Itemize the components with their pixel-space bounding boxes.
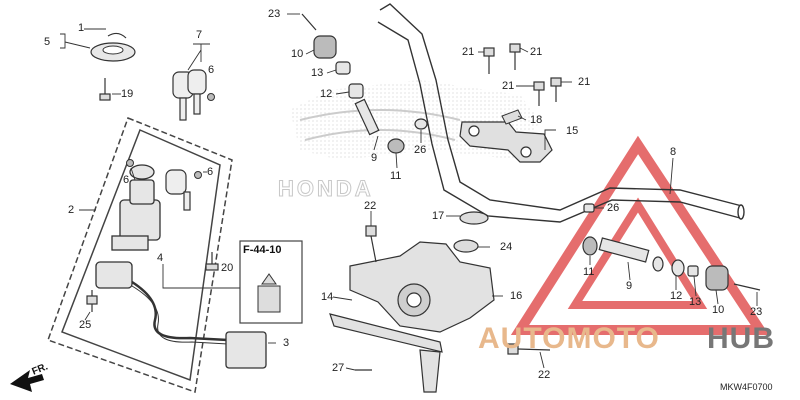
- part-3-connector: [225, 331, 267, 369]
- part-14-bracket: [329, 313, 443, 393]
- reference-label: F-44-10: [243, 244, 282, 256]
- callout-12b: 12: [670, 290, 683, 302]
- switch-key: [165, 169, 191, 211]
- callout-1: 1: [78, 22, 85, 34]
- callout-9b: 9: [626, 280, 633, 292]
- diagram-code: MKW4F0700: [720, 382, 773, 392]
- callout-26a: 26: [414, 144, 427, 156]
- ignition-panel: [47, 117, 233, 394]
- callout-12a: 12: [320, 88, 333, 100]
- callout-2: 2: [68, 204, 75, 216]
- callout-25: 25: [79, 319, 92, 331]
- part-6-nut-b: [126, 159, 134, 167]
- left-grip-parts: [301, 13, 428, 154]
- callout-21d: 21: [578, 76, 591, 88]
- callout-7: 7: [196, 29, 203, 41]
- watermark-text-automoto: AUTOMOTO: [478, 322, 660, 355]
- callout-9a: 9: [371, 152, 378, 164]
- callout-20: 20: [221, 262, 234, 274]
- callout-13a: 13: [311, 67, 324, 79]
- callout-10a: 10: [291, 48, 304, 60]
- part-7-key-2: [187, 69, 207, 115]
- reference-part: [257, 285, 281, 313]
- callout-22b: 22: [538, 369, 551, 381]
- callout-23b: 23: [750, 306, 763, 318]
- part-21-bolts: [483, 43, 562, 106]
- honda-logo-text: HONDA: [278, 176, 374, 202]
- watermark-text-hub: HUB: [707, 322, 775, 355]
- part-25-bolt: [86, 290, 98, 312]
- callout-26b: 26: [607, 202, 620, 214]
- part-15-upper-holder: [459, 121, 553, 163]
- callout-19: 19: [121, 88, 134, 100]
- callout-23a: 23: [268, 8, 281, 20]
- part-4-harness: [95, 261, 229, 345]
- callout-13b: 13: [689, 296, 702, 308]
- callout-15: 15: [566, 125, 579, 137]
- part-1-clip: [107, 32, 127, 39]
- ignition-switch: [111, 164, 161, 251]
- callout-3: 3: [283, 337, 290, 349]
- callout-21c: 21: [502, 80, 515, 92]
- callout-16: 16: [510, 290, 523, 302]
- callout-21b: 21: [530, 46, 543, 58]
- callout-11a: 11: [390, 170, 402, 182]
- callout-17: 17: [432, 210, 445, 222]
- callout-14: 14: [321, 291, 334, 303]
- callout-21a: 21: [462, 46, 475, 58]
- watermark-triangle: [510, 135, 770, 335]
- callout-5: 5: [44, 36, 51, 48]
- reference-arrow: [261, 273, 277, 285]
- callout-6b: 6: [123, 174, 130, 186]
- callout-11b: 11: [583, 266, 595, 278]
- right-grip-parts: [582, 203, 761, 291]
- part-5-hole: [102, 45, 124, 55]
- callout-6c: 6: [207, 166, 214, 178]
- callout-10b: 10: [712, 304, 725, 316]
- callout-6a: 6: [208, 64, 215, 76]
- callout-22a: 22: [364, 200, 377, 212]
- part-22-bolts: [365, 225, 551, 355]
- callout-4: 4: [157, 252, 164, 264]
- leader-lines: [60, 13, 758, 371]
- part-6-nut-c: [194, 171, 202, 179]
- part-6-nut-a: [207, 93, 215, 101]
- part-24-nut: [453, 239, 479, 253]
- callout-24: 24: [500, 241, 513, 253]
- part-20-screw: [205, 252, 219, 271]
- part-8-handlebar: [377, 3, 745, 223]
- part-19-screw: [99, 78, 111, 101]
- callout-18: 18: [530, 114, 543, 126]
- part-17-cap: [459, 211, 489, 225]
- callout-8: 8: [670, 146, 677, 158]
- part-16-top-bridge: [349, 241, 495, 333]
- callout-27: 27: [332, 362, 345, 374]
- front-direction-arrow: [10, 370, 44, 392]
